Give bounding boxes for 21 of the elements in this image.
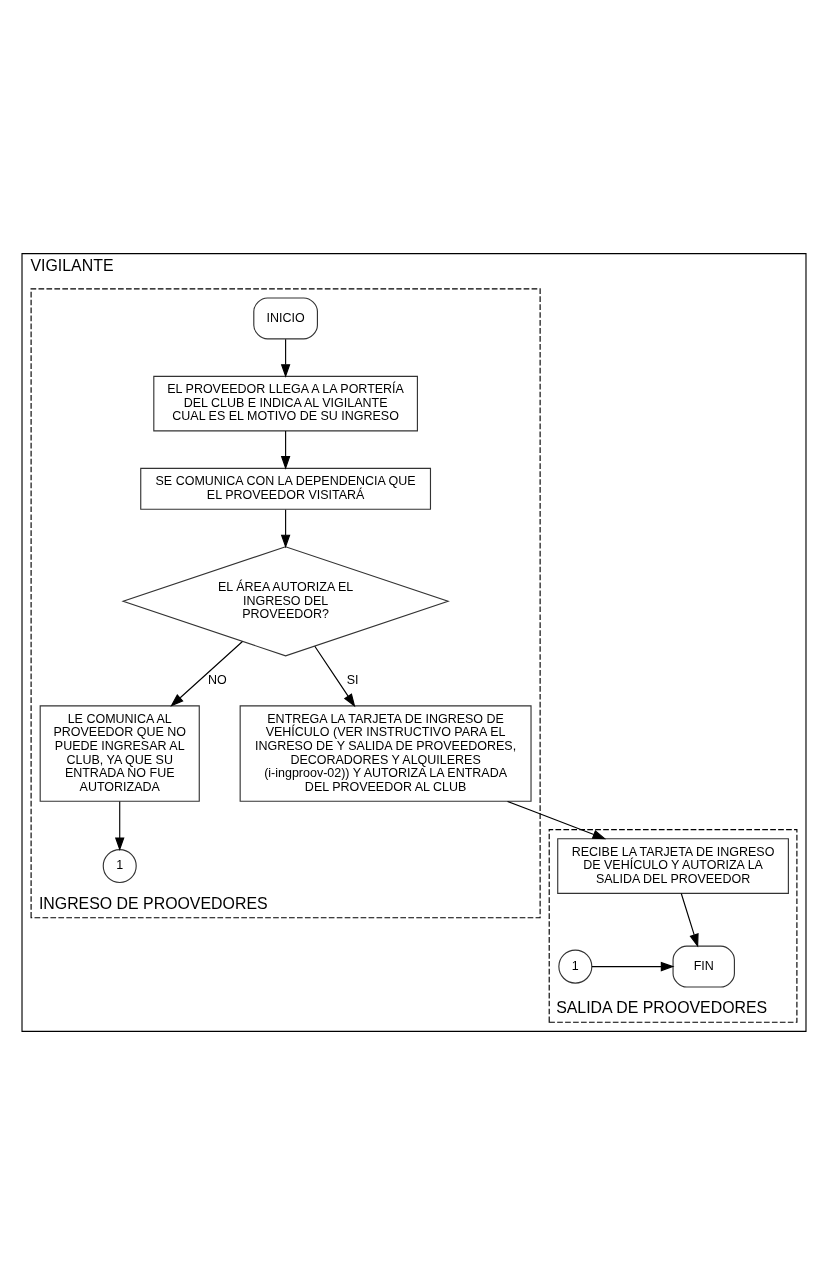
node-box: EL PROVEEDOR LLEGA A LA PORTERÍA DEL CLUB E INDICA AL VIGILANTE CUAL ES EL MOTIVO DE SU INGRESO: [153, 375, 418, 432]
node-box: SE COMUNICA CON LA DEPENDENCIA QUE EL PROVEEDOR VISITARÁ: [140, 467, 432, 510]
node-diamond: EL ÁREA AUTORIZA EL INGRESO DEL PROVEEDOR?: [121, 546, 450, 657]
edge-label: SI: [346, 673, 359, 688]
node-circle: 1: [558, 949, 593, 984]
arrow: [114, 800, 125, 852]
node-box: LE COMUNICA AL PROVEEDOR QUE NO PUEDE INGRESAR AL CLUB, YA QUE SU ENTRADA NO FUE AUTORIZADA: [39, 705, 200, 802]
arrow: [314, 645, 356, 708]
arrow: [170, 640, 244, 707]
arrow: [506, 800, 607, 840]
arrow: [591, 961, 675, 972]
node-box: ENTREGA LA TARJETA DE INGRESO DE VEHÍCULO (VER INSTRUCTIVO PARA EL INGRESO DE Y SALIDA DE PROVEEDORES, DECORADORES Y ALQUILERES (i-ingproov-02)) Y AUTORIZA LA ENTRADA DEL PROVEEDOR AL CLUB: [239, 705, 532, 802]
node-box: INICIO: [253, 297, 318, 340]
arrow: [280, 430, 291, 470]
node-circle: 1: [102, 849, 137, 884]
arrow: [280, 509, 291, 549]
node-box: RECIBE LA TARJETA DE INGRESO DE VEHÍCULO Y AUTORIZA LA SALIDA DEL PROVEEDOR: [557, 838, 789, 894]
node-box: FIN: [672, 945, 735, 988]
arrow: [280, 338, 291, 378]
arrow: [680, 892, 699, 948]
edge-label: NO: [208, 673, 227, 688]
